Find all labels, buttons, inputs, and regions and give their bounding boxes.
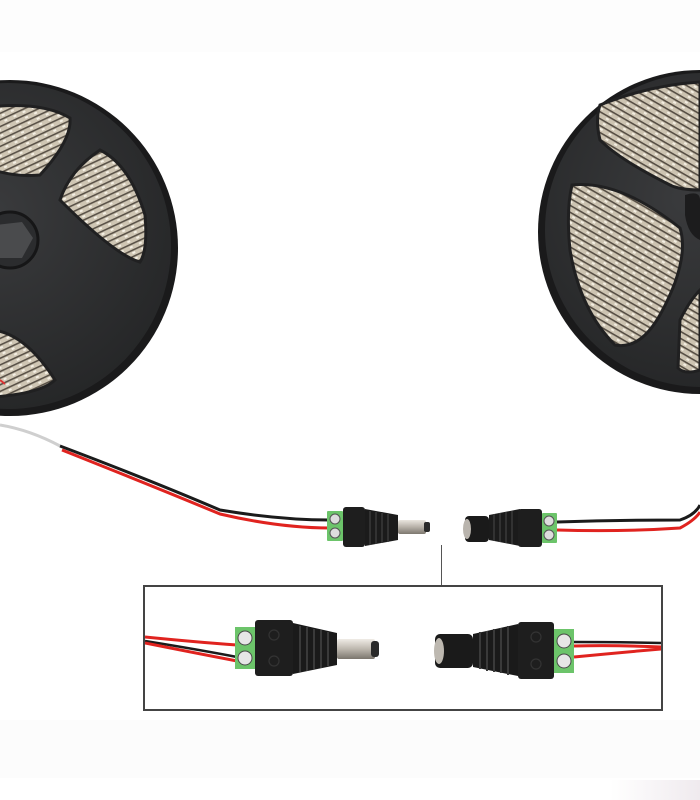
female-connector [463, 509, 557, 547]
left-reel [0, 80, 178, 416]
top-band [0, 0, 700, 52]
bottom-band [0, 720, 700, 778]
connector-closeup-inset [143, 585, 663, 711]
closeup-photo [144, 620, 662, 679]
corner-tint [610, 780, 700, 800]
right-wire [556, 504, 700, 533]
right-reel [538, 70, 700, 394]
inset-leader-line [441, 545, 442, 585]
male-connector [327, 507, 430, 547]
left-wire [0, 423, 331, 530]
